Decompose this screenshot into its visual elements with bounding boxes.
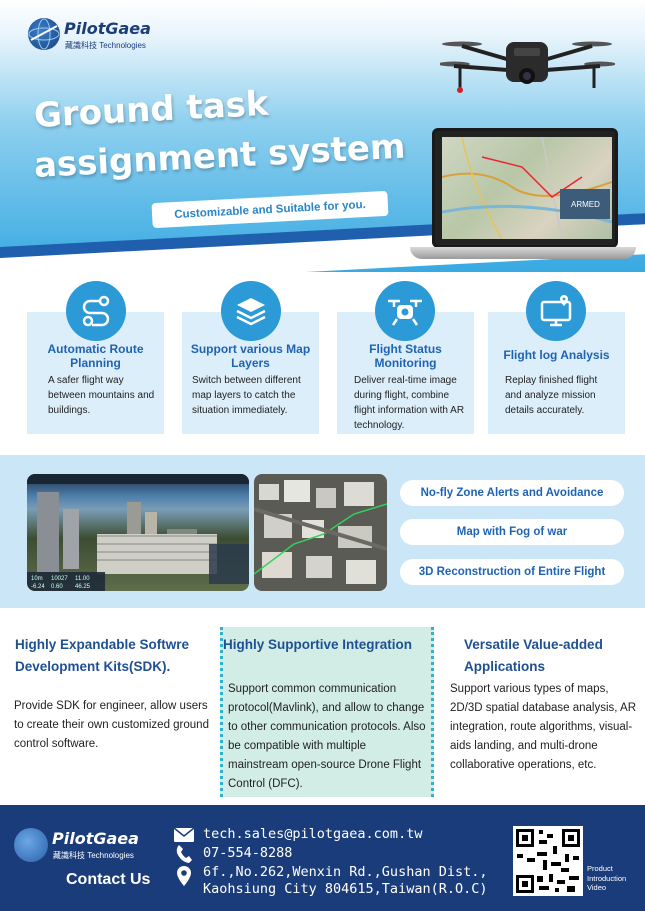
contact-email[interactable]: tech.sales@pilotgaea.com.tw — [203, 826, 423, 842]
brand-subtitle: 藏識科技 Technologies — [65, 41, 146, 50]
readout-4: -6.24 — [31, 584, 45, 590]
readout-6: 46.25 — [75, 584, 91, 590]
footer-logo: PilotGaea 藏識科技 Technologies — [14, 826, 164, 866]
3d-reconstruction-view — [254, 474, 387, 591]
drone-illustration — [440, 41, 615, 93]
feature-title-route: Automatic Route Planning — [47, 342, 144, 370]
footer-brand-subtitle: 藏識科技 Technologies — [53, 851, 134, 860]
layers-icon — [221, 281, 281, 341]
contact-phone[interactable]: 07-554-8288 — [203, 845, 293, 861]
readout-1: 10m — [31, 576, 43, 582]
qr-caption: Product Introduction Video — [587, 864, 627, 892]
feature-desc-route: A safer flight way between mountains and… — [48, 375, 155, 416]
feature-desc-status: Deliver real-time image during flight, c… — [354, 375, 465, 431]
phone-icon — [176, 845, 192, 868]
monitor-pin-icon — [526, 281, 586, 341]
value-added-title: Versatile Value-added Applications — [464, 637, 603, 674]
sdk-body: Provide SDK for engineer, allow users to… — [14, 700, 209, 750]
globe-icon — [28, 18, 60, 50]
feature-desc-layers: Switch between different map layers to c… — [192, 375, 301, 416]
contact-us-label: Contact Us — [66, 871, 151, 888]
feature-title-layers: Support various Map Layers — [190, 342, 311, 370]
drone-icon — [375, 281, 435, 341]
qr-code[interactable] — [513, 826, 583, 896]
feature-title-status: Flight Status Monitoring — [369, 342, 442, 370]
sdk-title: Highly Expandable Softwre Development Ki… — [15, 637, 190, 674]
feature-title-log: Flight log Analysis — [503, 348, 610, 362]
footer-globe-icon — [14, 828, 48, 862]
brand-name: PilotGaea — [64, 19, 151, 38]
readout-5: 0.60 — [51, 584, 63, 590]
mail-icon — [173, 827, 195, 847]
integration-column-bg — [220, 627, 434, 797]
highlight-no-fly: No-fly Zone Alerts and Avoidance — [400, 480, 624, 506]
integration-body: Support common communication protocol(Ma… — [228, 683, 426, 790]
location-pin-icon — [177, 866, 191, 891]
readout-3: 11.00 — [75, 576, 90, 582]
3d-city-view: 10m 10027 11.00 -6.24 0.60 46.25 — [27, 474, 249, 591]
route-icon — [66, 281, 126, 341]
highlight-fog-of-war: Map with Fog of war — [400, 519, 624, 545]
contact-address-line2: Kaohsiung City 804615,Taiwan(R.O.C) — [203, 881, 488, 897]
feature-desc-log: Replay finished flight and analyze missi… — [505, 375, 598, 416]
highlight-3d-reconstruction: 3D Reconstruction of Entire Flight — [400, 559, 624, 585]
footer-brand-name: PilotGaea — [52, 829, 139, 848]
contact-address-line1: 6f.,No.262,Wenxin Rd.,Gushan Dist., — [203, 864, 488, 880]
readout-2: 10027 — [51, 576, 68, 582]
header-logo: PilotGaea 藏識科技 Technologies — [28, 16, 188, 56]
laptop-base — [410, 247, 636, 259]
integration-title: Highly Supportive Integration — [223, 637, 413, 652]
laptop-map-view: ARMED — [442, 137, 612, 239]
laptop-armed-label: ARMED — [571, 200, 600, 209]
value-added-body: Support various types of maps, 2D/3D spa… — [450, 683, 637, 771]
